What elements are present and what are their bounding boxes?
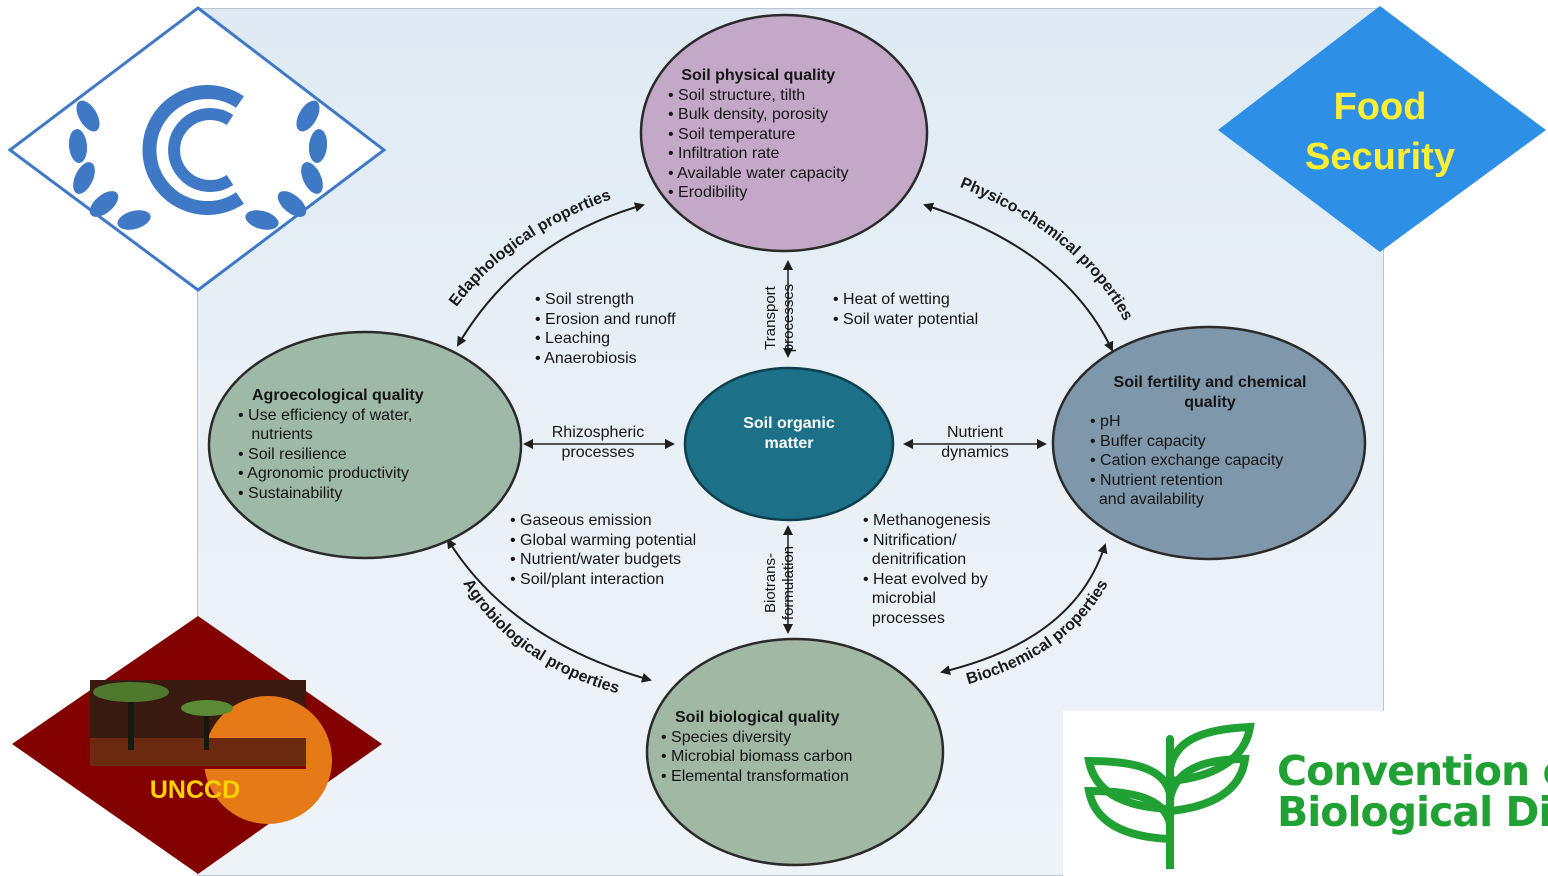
note-bottom-right-item: • Nitrification/ [863,531,957,549]
soil-organic-matter-label: Soil organic matter [743,415,835,452]
agro-quality-item: • Use efficiency of water, [238,406,413,424]
cbd-logo: Convention on Biological Diversity [1063,711,1548,876]
physical-quality-item: • Erodibility [668,184,748,201]
note-bottom-right-item: denitrification [863,551,967,568]
arrow-physico-chemical [923,202,1114,352]
note-bottom-right-item: microbial [863,590,936,607]
physical-quality-item: • Soil temperature [668,125,796,143]
agro-quality-title: Agroecological quality [252,387,424,404]
notes-bottom-right: • Methanogenesis • Nitrification/ denitri… [863,511,990,628]
physical-quality-title: Soil physical quality [681,67,836,84]
biological-quality-list: • Species diversity • Microbial biomass c… [661,728,852,787]
cbd-label: Convention on Biological Diversity [1277,747,1548,836]
leaf-plant-icon [1084,722,1255,869]
biological-quality-item: • Elemental transformation [661,767,849,785]
biological-quality-item: • Microbial biomass carbon [661,748,853,765]
notes-bottom-left: • Gaseous emission • Global warming poten… [510,511,696,589]
physical-quality-item: • Infiltration rate [668,145,780,162]
note-bottom-right-item: • Heat evolved by [863,570,988,588]
label-transport: Transportprocesses [762,284,797,352]
circle-agroecological-quality [207,330,523,560]
arrow-biochemical [940,543,1108,675]
label-nutrient-dynamics: Nutrient dynamics [941,424,1009,461]
food-security-label: Food Security [1305,86,1455,178]
notes-top-right: • Heat of wetting • Soil water potential [833,290,978,329]
circle-fertility-quality [1051,325,1367,561]
fertility-quality-item: and availability [1090,491,1204,508]
fertility-quality-title: Soil fertility and chemical quality [1113,374,1307,411]
agro-quality-text: Agroecological quality • Use efficiency … [238,386,424,503]
note-top-right-item: • Soil water potential [833,310,979,328]
arrow-edaphological [456,202,645,347]
agro-quality-list: • Use efficiency of water, nutrients • So… [238,406,424,504]
physical-quality-item: • Available water capacity [668,164,849,182]
biological-quality-item: • Species diversity [661,728,792,746]
circle-soil-organic-matter [683,366,895,522]
note-bottom-left-item: • Soil/plant interaction [510,570,665,588]
label-physico-chemical: Physico-chemical properties [958,175,1136,324]
note-bottom-left-item: • Global warming potential [510,531,697,549]
notes-top-left: • Soil strength • Erosion and runoff • Lea… [535,290,676,368]
note-top-left-item: • Soil strength [535,291,634,308]
label-rhizospheric: Rhizospheric processes [551,424,645,461]
fertility-quality-list: • pH • Buffer capacity • Cation exchange c… [1090,412,1330,510]
agro-quality-item: nutrients [238,426,313,443]
arrow-agrobiological [446,538,652,683]
laurel-wreath-icon [68,100,328,230]
agro-quality-item: • Agronomic productivity [238,465,410,482]
fertility-quality-item: • pH [1090,413,1121,430]
note-top-left-item: • Erosion and runoff [535,310,676,328]
biological-quality-text: Soil biological quality • Species divers… [661,708,852,786]
note-bottom-right-item: processes [863,609,945,627]
climate-c-icon [142,85,244,215]
agro-quality-item: • Soil resilience [238,445,347,463]
fertility-quality-item: • Buffer capacity [1090,432,1206,450]
circle-biological-quality [645,637,945,867]
note-top-left-item: • Anaerobiosis [535,349,637,367]
note-bottom-left-item: • Nutrient/water budgets [510,551,682,568]
unfccc-logo [8,6,387,292]
unccd-label: UNCCD [149,776,241,804]
circle-physical-quality [639,13,929,253]
agro-quality-item: • Sustainability [238,484,343,502]
label-biotransformulation: Biotrans-formulation [762,546,797,620]
savanna-landscape-icon [90,680,332,824]
note-bottom-left-item: • Gaseous emission [510,512,652,529]
physical-quality-text: Soil physical quality • Soil structure, … [668,66,849,203]
fertility-quality-item: • Nutrient retention [1090,471,1223,489]
food-security-badge [1218,6,1546,252]
physical-quality-item: • Bulk density, porosity [668,106,829,123]
biological-quality-title: Soil biological quality [675,709,840,726]
note-top-left-item: • Leaching [535,330,610,347]
label-agrobiological: Agrobiological properties [459,576,621,697]
fertility-quality-item: • Cation exchange capacity [1090,452,1284,469]
note-top-right-item: • Heat of wetting [833,291,950,308]
unccd-logo [12,616,382,874]
physical-quality-list: • Soil structure, tilth • Bulk density, p… [668,86,849,203]
physical-quality-item: • Soil structure, tilth [668,86,806,104]
note-bottom-right-item: • Methanogenesis [863,512,991,529]
fertility-quality-text: Soil fertility and chemical quality • pH… [1090,373,1330,510]
